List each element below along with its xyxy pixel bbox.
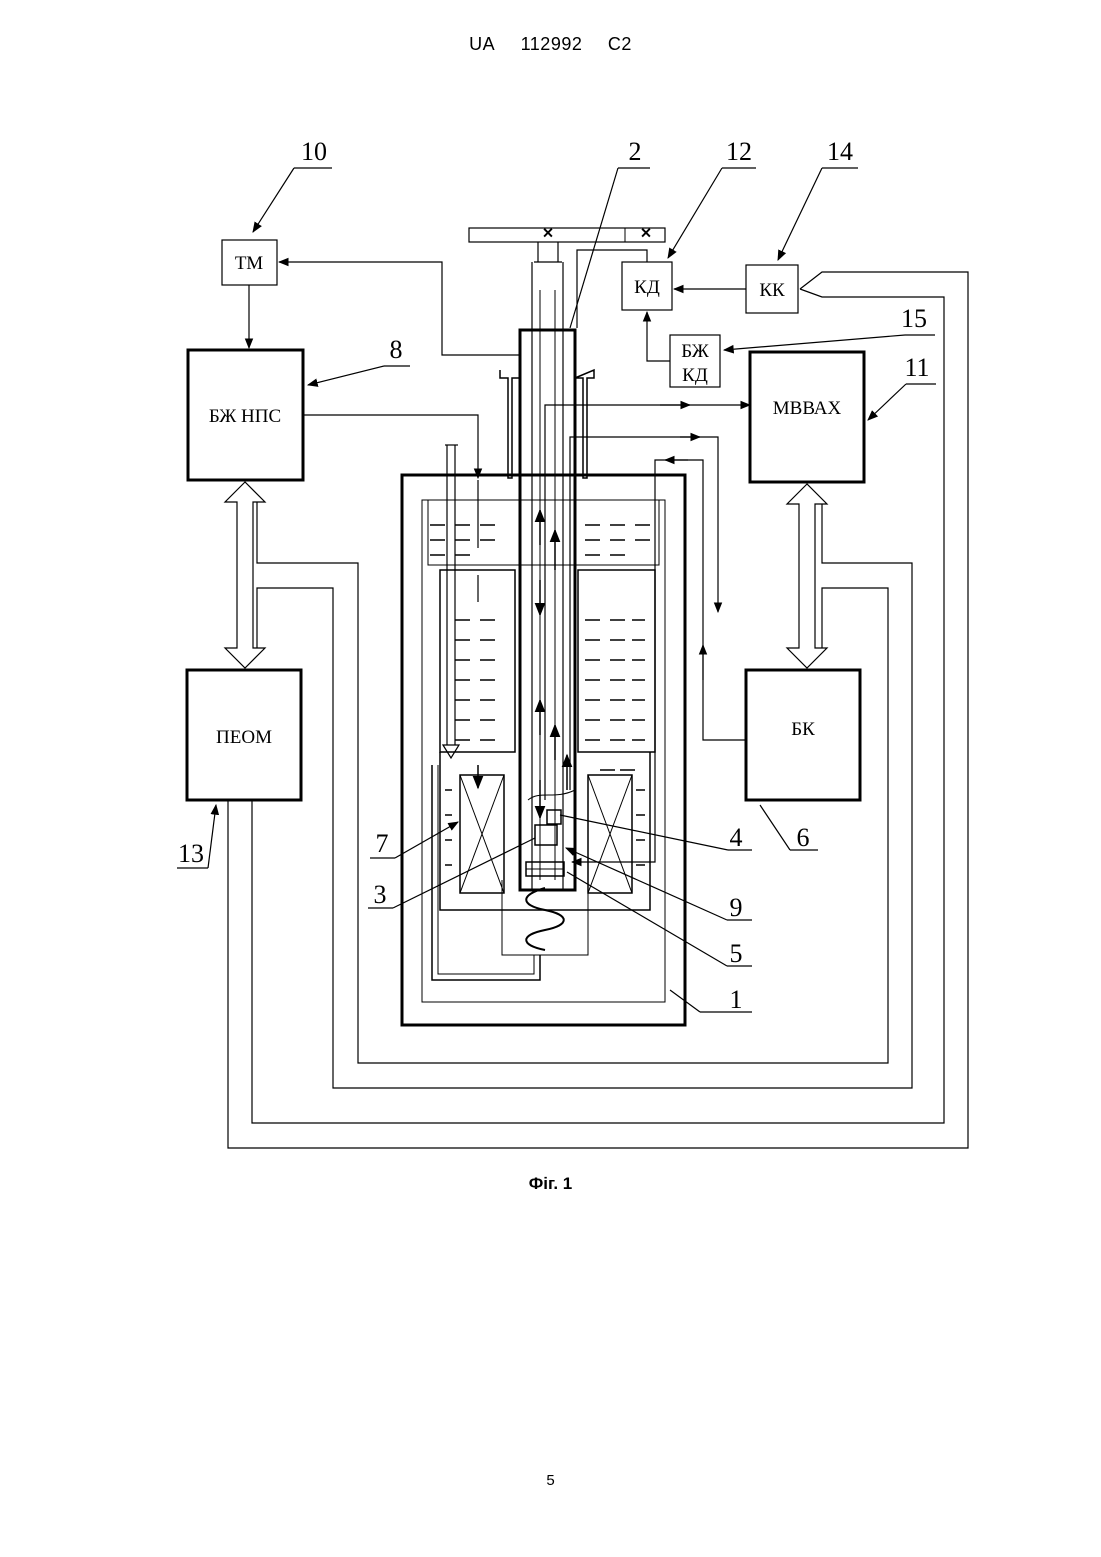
block-bzh-nps: БЖ НПС (188, 350, 303, 480)
block-bzh-kd: БЖ КД (670, 335, 720, 387)
probe-tube-outer (520, 330, 575, 890)
transfer-pipe (432, 765, 540, 980)
level-gauge-pipe (443, 445, 459, 758)
block-kk: КК (746, 265, 798, 313)
probe-flow-arrows (478, 510, 567, 818)
bus-bzh-nps-peom (225, 482, 265, 668)
block-bzh-kd-label-2: КД (682, 365, 708, 386)
bus-mvvah-bk (787, 484, 827, 668)
svg-text:×: × (543, 223, 554, 244)
block-bk-label: БК (791, 719, 815, 740)
callout-1: 1 (730, 985, 743, 1014)
callout-6: 6 (797, 823, 810, 852)
bus-loop-2 (257, 504, 912, 1088)
callout-4: 4 (730, 823, 743, 852)
page-number: 5 (0, 1472, 1101, 1489)
callout-numbers: 10 2 12 14 15 11 8 7 3 4 9 5 1 6 13 (178, 137, 930, 1014)
signal-lines (249, 250, 750, 862)
inner-shield (422, 500, 665, 1002)
heat-exchanger-coil (526, 888, 564, 950)
callout-8: 8 (390, 335, 403, 364)
callout-3: 3 (374, 880, 387, 909)
callout-9: 9 (730, 893, 743, 922)
block-tm-label: ТМ (235, 253, 263, 274)
block-kd: КД (622, 262, 672, 310)
callout-12: 12 (726, 137, 752, 166)
sensor-block (547, 810, 561, 824)
probe-flange (500, 370, 594, 478)
block-peom-label: ПЕОМ (216, 727, 272, 748)
line-bzh-kd-to-kd (647, 312, 670, 361)
callout-13: 13 (178, 839, 204, 868)
callout-14: 14 (827, 137, 853, 166)
nitrogen-tank-right (578, 570, 655, 752)
block-tm: ТМ (222, 240, 277, 285)
block-bk: БК (746, 670, 860, 800)
block-peom: ПЕОМ (187, 670, 301, 800)
probe-handle-bar (469, 228, 665, 242)
block-mvvah: МВВАХ (750, 352, 864, 482)
callout-11: 11 (904, 353, 929, 382)
line-sample-to-mvvah (570, 437, 718, 790)
line-bzh-nps-to-coil (303, 415, 478, 478)
callout-5: 5 (730, 939, 743, 968)
block-kk-label: КК (759, 280, 785, 301)
block-bzh-nps-label: БЖ НПС (209, 406, 281, 427)
svg-text:×: × (641, 223, 652, 244)
callout-7: 7 (376, 829, 389, 858)
block-mvvah-label: МВВАХ (773, 398, 842, 419)
figure-caption: Фіг. 1 (0, 1174, 1101, 1194)
callout-10: 10 (301, 137, 327, 166)
block-kd-label: КД (634, 277, 660, 298)
cryostat (402, 475, 685, 1025)
data-buses (225, 272, 968, 1148)
block-bzh-kd-label-1: БЖ (681, 341, 709, 362)
callout-2: 2 (629, 137, 642, 166)
bus-loop-1 (257, 502, 888, 1063)
callout-15: 15 (901, 304, 927, 333)
sample-holder (535, 825, 557, 845)
bus-loop-3 (228, 272, 968, 1148)
outer-vessel (402, 475, 685, 1025)
